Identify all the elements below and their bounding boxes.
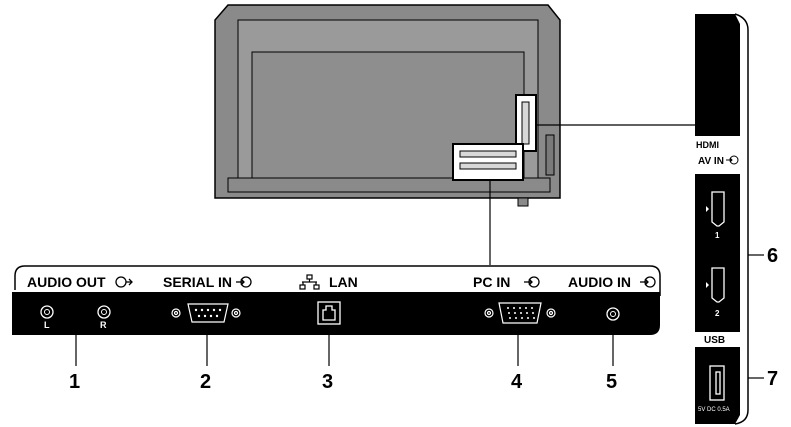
hdmi-label: HDMI bbox=[696, 140, 719, 150]
display-bottom-strip bbox=[227, 177, 551, 193]
serial-in-pins bbox=[194, 308, 222, 318]
display-side-slot bbox=[545, 134, 555, 176]
pc-in-icon bbox=[524, 276, 540, 288]
display-foot bbox=[517, 197, 529, 207]
pc-in-pins bbox=[507, 307, 535, 319]
callout-3: 3 bbox=[322, 371, 333, 393]
usb-rating-label: 5V DC 0.5A bbox=[698, 407, 730, 413]
audio-in-jack bbox=[606, 307, 620, 321]
callout-1: 1 bbox=[69, 371, 80, 393]
callout-6: 6 bbox=[767, 245, 778, 267]
pc-in-port bbox=[484, 302, 556, 324]
audio-out-right-jack bbox=[97, 305, 111, 319]
bottom-terminal-slot-upper bbox=[459, 150, 517, 158]
audio-out-right-label: R bbox=[100, 320, 107, 330]
lan-port bbox=[317, 301, 341, 325]
callout-5: 5 bbox=[606, 371, 617, 393]
callout-leaders-bottom bbox=[75, 322, 614, 366]
audio-in-icon bbox=[640, 276, 656, 288]
usb-port bbox=[709, 365, 725, 401]
audio-out-left-label: L bbox=[44, 320, 50, 330]
hdmi-port-2 bbox=[711, 267, 725, 303]
bottom-terminal-panel: AUDIO OUT SERIAL IN LAN PC IN bbox=[12, 265, 661, 335]
bottom-terminal-highlight bbox=[452, 143, 524, 181]
usb-label: USB bbox=[704, 335, 725, 346]
audio-out-label: AUDIO OUT bbox=[27, 274, 106, 290]
audio-in-label: AUDIO IN bbox=[568, 274, 631, 290]
side-terminal-slot bbox=[521, 101, 530, 145]
bottom-terminal-slot-lower bbox=[459, 162, 517, 170]
usb-label-box bbox=[693, 332, 740, 347]
hdmi-port-2-label: 2 bbox=[715, 309, 720, 318]
network-icon bbox=[299, 274, 320, 290]
side-panel-strip bbox=[695, 14, 740, 424]
display-rear-view bbox=[214, 4, 561, 207]
audio-out-icon bbox=[115, 276, 133, 288]
pc-in-label: PC IN bbox=[473, 274, 510, 290]
av-in-icon bbox=[726, 155, 739, 165]
callout-2: 2 bbox=[200, 371, 211, 393]
av-in-label: AV IN bbox=[698, 156, 724, 167]
serial-in-label: SERIAL IN bbox=[163, 274, 232, 290]
hdmi-port-1-marker bbox=[706, 206, 709, 212]
serial-in-icon bbox=[236, 276, 252, 288]
side-terminal-panel: HDMI AV IN 1 2 USB 5V DC 0.5A bbox=[693, 13, 749, 425]
hdmi-port-2-marker bbox=[706, 282, 709, 288]
callout-4: 4 bbox=[511, 371, 523, 393]
hdmi-port-1 bbox=[711, 191, 725, 227]
serial-in-port bbox=[171, 303, 241, 323]
lan-label: LAN bbox=[329, 274, 358, 290]
hdmi-port-1-label: 1 bbox=[715, 231, 720, 240]
bottom-panel-strip bbox=[12, 292, 660, 335]
callout-7: 7 bbox=[767, 368, 778, 390]
hdmi-label-box bbox=[693, 136, 740, 174]
side-panel-outline bbox=[734, 13, 749, 425]
audio-out-left-jack bbox=[40, 305, 54, 319]
bottom-panel-outline bbox=[14, 265, 661, 296]
